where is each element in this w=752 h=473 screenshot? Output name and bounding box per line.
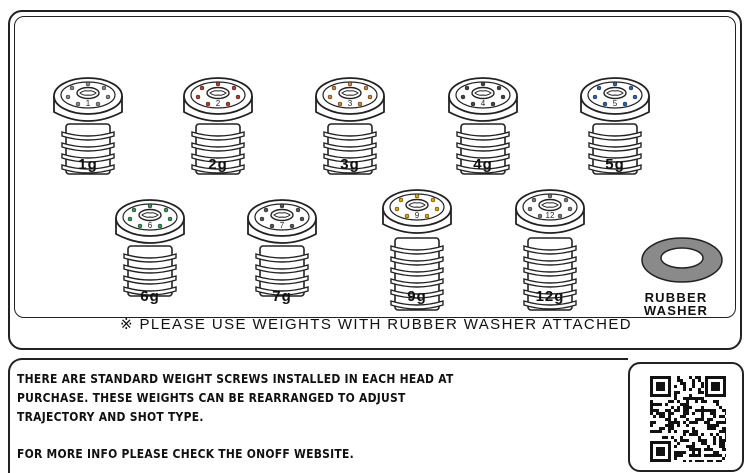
weight-item: 3 3g [300,64,400,214]
weight-label: 3g [340,156,360,173]
svg-text:7: 7 [280,221,285,230]
weight-label: 9g [407,288,427,305]
weight-label: 2g [208,156,228,173]
weight-item: 4 4g [433,64,533,214]
weight-item: 5 5g [565,64,665,214]
weight-item: 12 12g [500,176,600,326]
weight-item: 9 9g [367,176,467,326]
svg-text:4: 4 [481,99,486,108]
info-text: THERE ARE STANDARD WEIGHT SCREWS INSTALL… [17,369,516,426]
weight-item: 1 1g [38,64,138,214]
svg-text:6: 6 [148,221,153,230]
weight-label: 1g [78,156,98,173]
weight-label: 4g [473,156,493,173]
svg-text:2: 2 [216,99,221,108]
weight-label: 7g [272,288,292,305]
weight-screw-icon: 4 [448,77,518,175]
info-more-text: FOR MORE INFO PLEASE CHECK THE ONOFF WEB… [17,446,354,461]
weight-label: 12g [535,288,565,305]
washer-label-line1: RUBBER [644,290,708,305]
weight-item: 2 2g [168,64,268,214]
weight-screw-icon: 1 [53,77,123,175]
info-line-3: TRAJECTORY AND SHOT TYPE. [17,409,204,424]
weight-screw-icon: 6 [115,199,185,297]
weight-screw-icon: 5 [580,77,650,175]
weight-label: 5g [605,156,625,173]
info-panel-edge [618,358,628,360]
weight-item: 6 6g [100,186,200,336]
svg-text:5: 5 [613,99,618,108]
qr-code-box[interactable] [628,362,744,472]
info-panel [8,358,618,473]
weight-screw-icon: 2 [183,77,253,175]
weight-screw-icon: 7 [247,199,317,297]
washer-label-line2: WASHER [643,303,709,318]
weights-inner-frame [14,16,736,318]
qr-code-icon[interactable] [650,376,726,462]
washer-label: RUBBER WASHER [636,291,716,317]
notice-text: ※ PLEASE USE WEIGHTS WITH RUBBER WASHER … [119,316,633,333]
weight-label: 6g [140,288,160,305]
weight-screw-icon: 9 [382,189,452,311]
svg-text:12: 12 [546,211,555,220]
svg-text:1: 1 [86,99,91,108]
svg-text:9: 9 [415,211,420,220]
info-line-1: THERE ARE STANDARD WEIGHT SCREWS INSTALL… [17,371,454,386]
weight-screw-icon: 3 [315,77,385,175]
rubber-washer-icon [641,237,723,283]
weights-panel [8,10,742,350]
weight-screw-icon: 12 [515,189,585,311]
svg-text:3: 3 [348,99,353,108]
weight-item: 7 7g [232,186,332,336]
info-line-2: PURCHASE. THESE WEIGHTS CAN BE REARRANGE… [17,390,406,405]
